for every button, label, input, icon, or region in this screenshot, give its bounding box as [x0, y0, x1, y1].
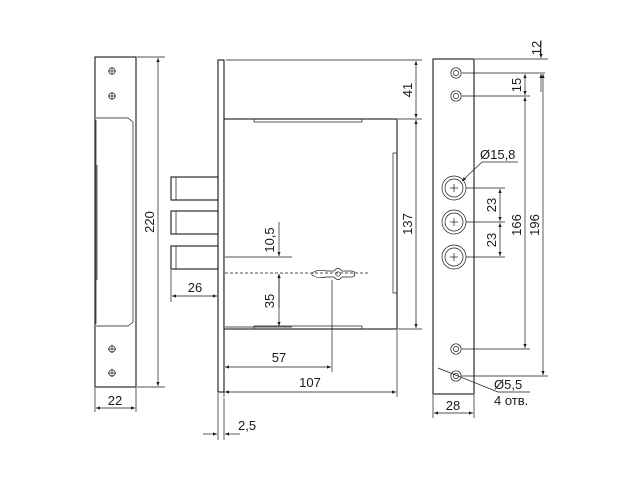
hole-diameter-label: Ø5,5: [494, 377, 522, 392]
lock-body-view: 41 137 10,5 35 26 57 107 2,5: [170, 59, 422, 440]
hole-top-label: 12: [529, 41, 544, 55]
bolt-pitch-label: 23: [484, 198, 499, 212]
bolt-span-label: 166: [509, 214, 524, 236]
faceplate-front-view: 12 15 196 166 23 23 Ø15,8 Ø5,5 4 отв. 28: [432, 40, 548, 418]
bolt-diameter-leader: [461, 161, 483, 182]
bolt-pitch-label: 23: [484, 233, 499, 247]
strike-hole: [108, 345, 116, 353]
strike-hole: [108, 92, 116, 100]
strike-height-label: 220: [142, 211, 157, 233]
bolt: [170, 176, 219, 201]
mounting-hole: [450, 90, 462, 102]
bolt: [170, 210, 219, 235]
faceplate-outline: [432, 58, 475, 395]
plate-thickness-label: 2,5: [238, 418, 256, 433]
faceplate-width-label: 28: [446, 398, 460, 413]
strike-hole: [108, 369, 116, 377]
bolt-projection-label: 26: [188, 280, 202, 295]
case-depth-label: 107: [299, 375, 321, 390]
lock-case: [223, 118, 398, 330]
key-to-bottom-label: 35: [262, 294, 277, 308]
strike-hole: [108, 67, 116, 75]
hole-count-label: 4 отв.: [494, 393, 528, 408]
case-side-rib: [392, 152, 398, 294]
mounting-hole: [450, 67, 462, 79]
strike-recess: [96, 117, 134, 327]
case-height-label: 137: [400, 213, 415, 235]
mounting-hole: [450, 343, 462, 355]
strike-width-label: 22: [108, 393, 122, 408]
bolt: [170, 245, 219, 270]
backset-label: 57: [272, 350, 286, 365]
bolt-diameter-label: Ø15,8: [480, 147, 515, 162]
strike-plate-view: 220 22: [94, 56, 165, 412]
bolt-gap-label: 10,5: [262, 227, 277, 252]
top-offset-label: 41: [400, 83, 415, 97]
hole-diameter-leader: [437, 367, 499, 393]
hole-span-label: 196: [527, 214, 542, 236]
faceplate-side: [217, 59, 225, 393]
strike-plate-outline: [94, 56, 137, 388]
hole-pitch-top-label: 15: [509, 78, 524, 92]
keyhole-icon: [311, 268, 355, 280]
